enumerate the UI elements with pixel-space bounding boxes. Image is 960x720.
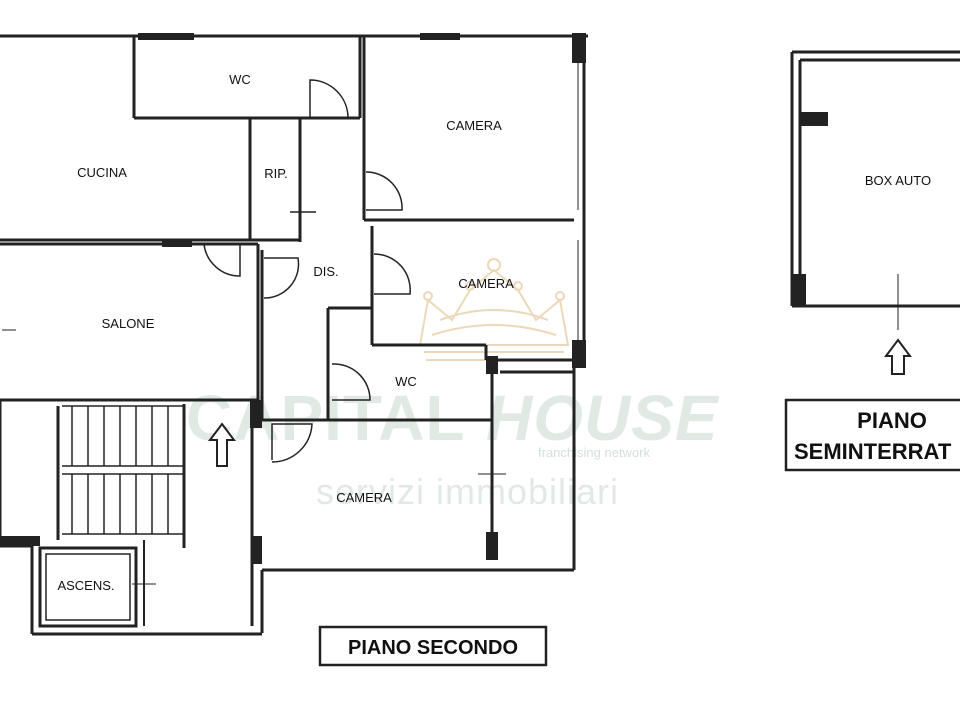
room-label-dis: DIS. bbox=[313, 264, 338, 279]
room-label-salone: SALONE bbox=[102, 316, 155, 331]
watermark-tagline: franchising network bbox=[538, 445, 650, 460]
room-label-wc-middle: WC bbox=[395, 374, 417, 389]
door-wc-middle bbox=[331, 363, 371, 401]
watermark-brand-capital: CAPITAL bbox=[186, 382, 466, 454]
room-label-camera-bottom: CAMERA bbox=[336, 490, 392, 505]
door-swings bbox=[203, 79, 411, 463]
windows bbox=[2, 60, 579, 585]
room-labels: WC CUCINA RIP. CAMERA CAMERA DIS. SALONE… bbox=[57, 72, 931, 593]
door-camera-bottom bbox=[271, 423, 313, 463]
floor-label-second-text: PIANO SECONDO bbox=[348, 637, 518, 659]
watermark-brand-house: HOUSE bbox=[486, 382, 720, 454]
second-floor-walls bbox=[0, 34, 588, 636]
room-label-camera-middle: CAMERA bbox=[458, 276, 514, 291]
room-label-wc-top: WC bbox=[229, 72, 251, 87]
garage-walls bbox=[790, 50, 960, 330]
door-salone bbox=[203, 243, 241, 277]
room-label-box-auto: BOX AUTO bbox=[865, 173, 931, 188]
garage-entrance-arrow-icon bbox=[884, 338, 912, 375]
door-wc-top bbox=[309, 79, 349, 119]
door-camera-middle bbox=[373, 253, 411, 295]
door-dis bbox=[263, 257, 300, 299]
watermark: CAPITAL HOUSE franchising network serviz… bbox=[186, 258, 720, 512]
floor-label-basement: PIANO SEMINTERRAT bbox=[784, 398, 960, 472]
watermark-subtitle: servizi immobiliari bbox=[316, 471, 619, 512]
staircase bbox=[62, 405, 184, 535]
floor-label-basement-line1: PIANO bbox=[857, 408, 927, 433]
room-label-rip: RIP. bbox=[264, 166, 288, 181]
floor-label-second: PIANO SECONDO bbox=[318, 625, 548, 667]
room-label-camera-top: CAMERA bbox=[446, 118, 502, 133]
entrance-arrow-icon bbox=[208, 422, 236, 467]
garage-pillars bbox=[792, 112, 828, 306]
room-label-ascens: ASCENS. bbox=[57, 578, 114, 593]
structural-pillars bbox=[0, 33, 586, 564]
door-camera-top bbox=[365, 171, 403, 211]
floor-label-basement-line2: SEMINTERRAT bbox=[794, 439, 952, 464]
room-label-cucina: CUCINA bbox=[77, 165, 127, 180]
